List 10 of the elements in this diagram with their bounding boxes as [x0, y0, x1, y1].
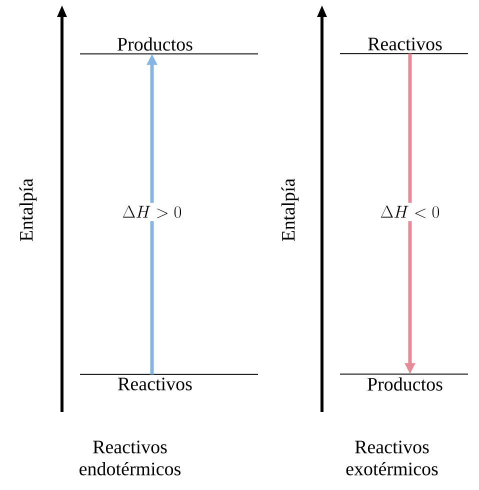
energy-level: Productos [80, 37, 258, 54]
energy-level: Productos [340, 374, 468, 391]
edge-label: $\Delta H > 0$ [119, 202, 185, 222]
caption: Reactivos endotérmicos [80, 440, 180, 476]
energy-level: Reactivos [80, 374, 258, 390]
energy-level: Reactivos [340, 38, 468, 54]
caption: Reactivos exotérmicos [346, 440, 438, 476]
axis-label: Entalpía [19, 178, 37, 242]
edge-label: $\Delta H < 0$ [377, 202, 443, 222]
axis-label: Entalpía [281, 178, 299, 242]
